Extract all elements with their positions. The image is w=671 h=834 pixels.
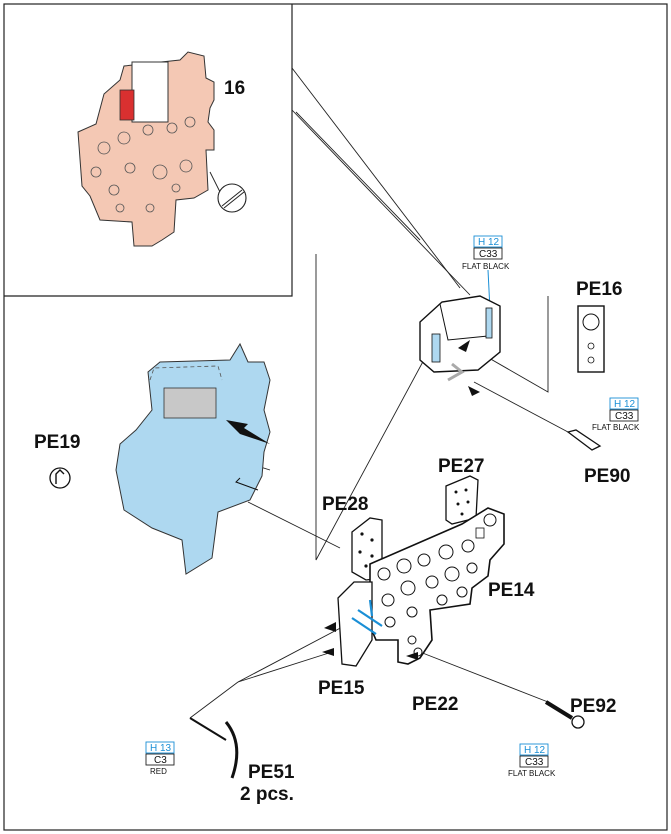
svg-text:H 13: H 13: [150, 743, 172, 754]
fold-up-arrow-icon: [49, 467, 71, 489]
svg-text:C33: C33: [615, 411, 634, 422]
pe92-label: PE92: [570, 696, 616, 717]
svg-text:FLAT BLACK: FLAT BLACK: [508, 769, 556, 778]
svg-text:RED: RED: [150, 767, 167, 776]
pe90-label: PE90: [584, 466, 630, 487]
pe28-label: PE28: [322, 494, 368, 515]
paint-callout-pe51: H 13 C3 RED: [145, 741, 175, 776]
svg-text:C33: C33: [525, 757, 544, 768]
insert-arrow-2: [235, 477, 259, 491]
cut-off-icon: [209, 171, 247, 213]
page-frame: [3, 3, 668, 831]
svg-text:FLAT BLACK: FLAT BLACK: [592, 423, 640, 432]
pe51-label: PE51: [248, 762, 295, 783]
paint-callout-pe92: H 12 C33 FLAT BLACK: [508, 743, 556, 778]
pe16-label: PE16: [576, 279, 622, 300]
pe90-part: [566, 429, 602, 451]
pe51-qty: 2 pcs.: [240, 784, 294, 805]
pe92-part: [544, 700, 585, 729]
pe19-label: PE19: [34, 432, 80, 453]
pe14-panel: [369, 507, 505, 665]
pe14-label: PE14: [488, 580, 535, 601]
svg-text:H 12: H 12: [614, 399, 636, 410]
svg-text:C33: C33: [479, 249, 498, 260]
insert-arrow-1: [226, 420, 270, 444]
svg-text:H 12: H 12: [524, 745, 546, 756]
part-16-panel: [77, 51, 215, 247]
instrument-module: [419, 295, 501, 382]
svg-text:H 12: H 12: [478, 237, 500, 248]
pe19-panel: [115, 342, 271, 575]
pe27-label: PE27: [438, 456, 484, 477]
paint-callout-top: H 12 C33 FLAT BLACK: [462, 235, 510, 311]
pe51-part: [189, 717, 239, 779]
pe22-label: PE22: [412, 694, 458, 715]
part-16-label: 16: [224, 78, 245, 99]
pe15-label: PE15: [318, 678, 365, 699]
svg-text:C3: C3: [154, 755, 167, 766]
insert-arrows: [322, 340, 480, 660]
pe15-part: [337, 581, 383, 667]
pe16-part: [577, 305, 605, 373]
svg-text:FLAT BLACK: FLAT BLACK: [462, 262, 510, 271]
paint-callout-pe90: H 12 C33 FLAT BLACK: [592, 397, 640, 432]
